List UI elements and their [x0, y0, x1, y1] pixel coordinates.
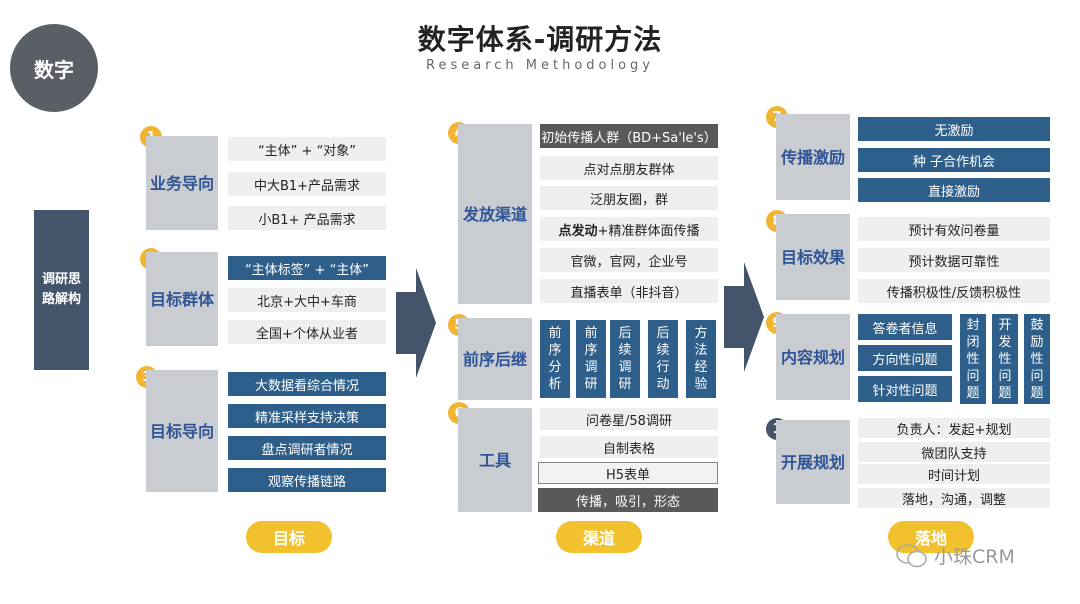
channel-vitem: 后续行动: [648, 320, 678, 398]
channel-item: 传播，吸引，形态: [538, 488, 718, 512]
channel-item: 问卷星/58调研: [540, 408, 718, 430]
goal-item: “主体” + “对象”: [228, 137, 386, 161]
channel-vitem: 前序调研: [576, 320, 606, 398]
channel-vitem: 后续调研: [610, 320, 640, 398]
channel-item: 官微，官网，企业号: [540, 248, 718, 272]
logo-circle: 数字: [10, 24, 98, 112]
footer-goal: 目标: [246, 521, 332, 553]
landing-item: 微团队支持: [858, 442, 1050, 462]
category-tools: 工具: [458, 408, 532, 512]
goal-item: 精准采样支持决策: [228, 404, 386, 428]
left-label: 调研思路解构: [34, 210, 89, 370]
landing-vitem: 封闭性问题: [960, 314, 986, 404]
goal-item: 中大B1+产品需求: [228, 172, 386, 196]
goal-item: 全国+个体从业者: [228, 320, 386, 344]
wechat-icon: [896, 543, 927, 567]
landing-item: 传播积极性/反馈积极性: [858, 279, 1050, 303]
landing-vitem: 鼓励性问题: [1024, 314, 1050, 404]
goal-item: 大数据看综合情况: [228, 372, 386, 396]
goal-item: “主体标签” + “主体”: [228, 256, 386, 280]
landing-item: 落地，沟通，调整: [858, 488, 1050, 508]
channel-item-rest: +精准群体面传播: [597, 223, 700, 239]
channel-vitem: 方法经验: [686, 320, 716, 398]
landing-item: 直接激励: [858, 178, 1050, 202]
category-target-group: 目标群体: [146, 252, 218, 346]
landing-item: 预计有效问卷量: [858, 217, 1050, 241]
page-subtitle: Research Methodology: [426, 58, 654, 73]
channel-item: 点对点朋友群体: [540, 156, 718, 180]
footer-channel: 渠道: [556, 521, 642, 553]
landing-item: 时间计划: [858, 464, 1050, 484]
landing-item: 针对性问题: [858, 376, 952, 402]
landing-item: 负责人：发起+规划: [858, 418, 1050, 438]
category-incentive: 传播激励: [776, 114, 850, 200]
channel-item: 初始传播人群（BD+Sa'le's）: [540, 124, 718, 148]
channel-vitem: 前序分析: [540, 320, 570, 398]
channel-item: 泛朋友圈，群: [540, 186, 718, 210]
channel-item: H5表单: [538, 462, 718, 484]
category-pre-post: 前序后继: [458, 318, 532, 400]
arrow-right-icon: [396, 268, 436, 378]
watermark: 小珠CRM: [896, 542, 1015, 569]
goal-item: 盘点调研者情况: [228, 436, 386, 460]
category-goal-orientation: 目标导向: [146, 370, 218, 492]
landing-vitem: 开发性问题: [992, 314, 1018, 404]
channel-item: 点发动+精准群体面传播: [540, 217, 718, 241]
landing-item: 预计数据可靠性: [858, 248, 1050, 272]
goal-item: 北京+大中+车商: [228, 288, 386, 312]
channel-item: 自制表格: [540, 436, 718, 458]
channel-item-bold: 点发动: [558, 223, 598, 239]
category-business: 业务导向: [146, 136, 218, 230]
channel-item: 直播表单（非抖音）: [540, 279, 718, 303]
watermark-text: 小珠CRM: [934, 546, 1015, 568]
category-distribution: 发放渠道: [458, 124, 532, 304]
category-plan: 开展规划: [776, 420, 850, 504]
category-content: 内容规划: [776, 314, 850, 400]
arrow-right-icon: [724, 262, 764, 372]
goal-item: 小B1+ 产品需求: [228, 206, 386, 230]
landing-item: 答卷者信息: [858, 314, 952, 340]
landing-item: 方向性问题: [858, 345, 952, 371]
landing-item: 种 子合作机会: [858, 148, 1050, 172]
category-effect: 目标效果: [776, 214, 850, 300]
goal-item: 观察传播链路: [228, 468, 386, 492]
footer-landing: 落地: [888, 521, 974, 553]
landing-item: 无激励: [858, 117, 1050, 141]
page-title: 数字体系-调研方法: [417, 23, 663, 56]
